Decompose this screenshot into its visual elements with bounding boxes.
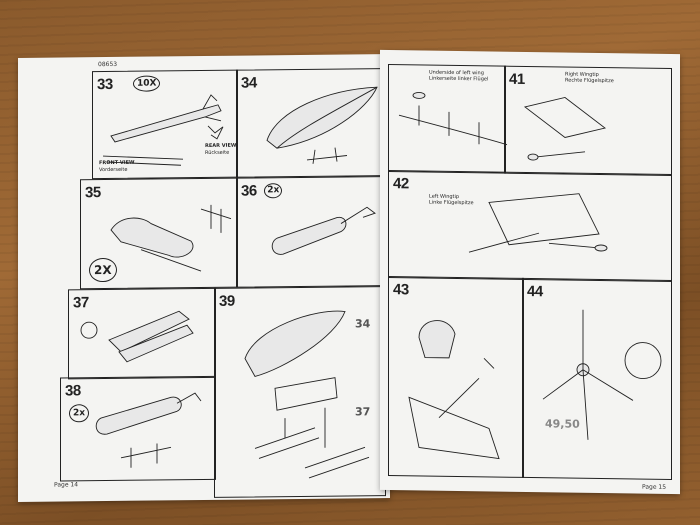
step-underside-panel: Underside of left wing Linkerseite linke… (388, 64, 508, 174)
step-36-panel: 36 2x (236, 176, 386, 288)
front-view-caption-de: Vorderseite (99, 166, 128, 174)
front-view-caption: FRONT VIEW (99, 159, 135, 167)
page-number-right: Page 15 (642, 483, 667, 491)
left-wingtip-drawing (468, 193, 608, 253)
step-33-panel: 33 10X FRONT VIEW Vorderseite REAR VIEW … (92, 69, 238, 180)
part-ref-34: 34 (355, 317, 371, 331)
step-35-panel: 35 2X (80, 177, 238, 290)
bomb-rack-drawing (95, 392, 202, 468)
instruction-page-left: 08653 33 10X FRONT VIEW Vorderseite REAR… (18, 54, 390, 502)
part-ref-49-50: 49,50 (545, 417, 580, 431)
step-37-panel: 37 (68, 287, 216, 380)
cockpit-assembly-drawing (408, 320, 500, 460)
propeller-drawing (542, 309, 662, 440)
header-code: 08653 (98, 60, 118, 69)
right-wingtip-drawing (523, 97, 607, 161)
rack-drawing (110, 204, 232, 272)
step-38-panel: 38 2x (60, 375, 216, 482)
instruction-page-right: Underside of left wing Linkerseite linke… (380, 49, 680, 495)
rear-view-caption-de: Rückseite (205, 149, 230, 156)
step-34-panel: 34 (236, 68, 386, 178)
page-number-left: Page 14 (54, 481, 79, 489)
tank-and-rocket-assembly-drawing (244, 310, 370, 479)
wing-underside-drawing (398, 91, 508, 146)
step-44-panel: 44 49,50 (522, 277, 672, 480)
drop-tank-drawing (266, 86, 378, 164)
step-43-panel: 43 (388, 276, 524, 478)
step-39-panel: 39 34 37 (214, 286, 386, 498)
step-41-panel: 41 Right Wingtip Rechte Flügelspitze (504, 65, 672, 176)
rear-view-caption: REAR VIEW (205, 142, 237, 149)
pylon-drawing (80, 310, 194, 363)
bomb-drawing (271, 206, 376, 255)
part-ref-37: 37 (355, 405, 371, 419)
step-42-panel: 42 Left Wingtip Linke Flügelspitze (388, 170, 672, 282)
missile-drawing (102, 94, 224, 166)
